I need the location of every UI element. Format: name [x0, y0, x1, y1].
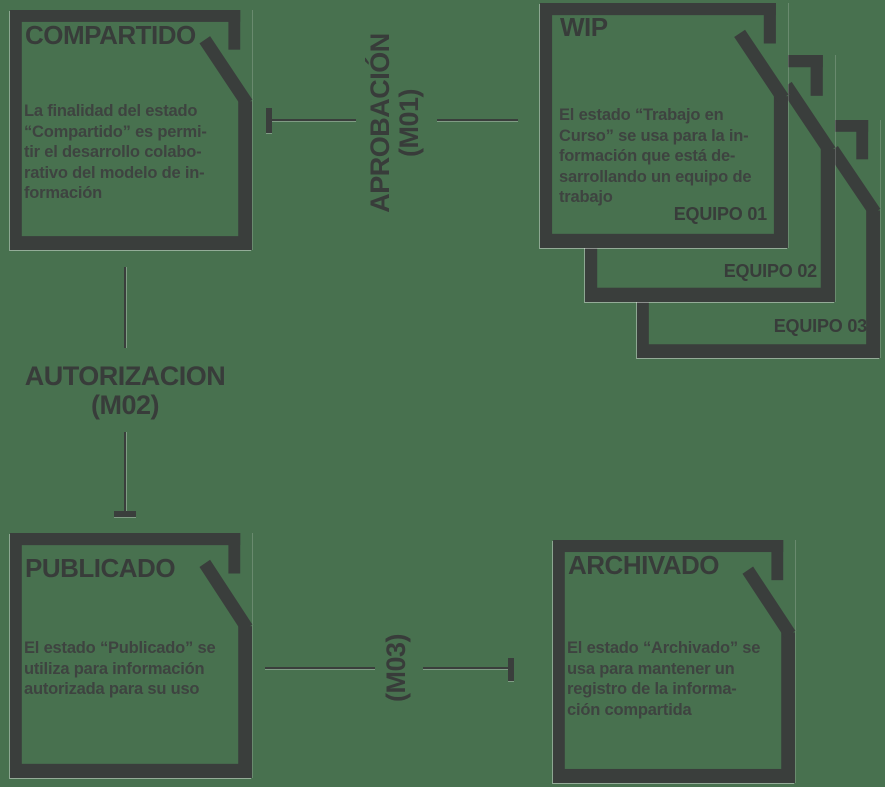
- node-title-wip: WIP: [560, 12, 608, 42]
- m03-arrow-line-right: [423, 667, 508, 669]
- m03-arrow-terminator: [508, 658, 514, 681]
- stack-badge-equipo-01: EQUIPO 01: [673, 204, 767, 224]
- node-body-wip: El estado “Trabajo en Curso” se usa para…: [559, 106, 752, 206]
- aprobacion-arrow-line-right: [437, 119, 518, 121]
- node-body-archivado: El estado “Archivado” se usa para manten…: [567, 639, 761, 719]
- transition-label-autorizacion: AUTORIZACION (M02): [24, 361, 226, 420]
- transition-label-aprobacion: APROBACIÓN (M01): [365, 33, 424, 213]
- transition-label-m03: (M03): [381, 634, 411, 703]
- autorizacion-arrow-line-bottom: [124, 432, 126, 512]
- node-title-compartido: COMPARTIDO: [25, 20, 196, 50]
- node-body-publicado: El estado “Publicado” se utiliza para in…: [24, 639, 216, 698]
- node-title-archivado: ARCHIVADO: [568, 550, 720, 580]
- aprobacion-arrow-line-left: [272, 119, 356, 121]
- stack-badge-equipo-03: EQUIPO 03: [773, 316, 867, 336]
- m03-arrow-line-left: [265, 667, 375, 669]
- autorizacion-arrow-line-top: [124, 267, 126, 348]
- stack-badge-equipo-02: EQUIPO 02: [723, 261, 817, 281]
- autorizacion-arrow-terminator: [114, 511, 136, 517]
- node-body-compartido: La finalidad del estado “Compartido” es …: [24, 102, 207, 202]
- aprobacion-arrow-terminator: [266, 108, 272, 133]
- node-title-publicado: PUBLICADO: [25, 553, 176, 583]
